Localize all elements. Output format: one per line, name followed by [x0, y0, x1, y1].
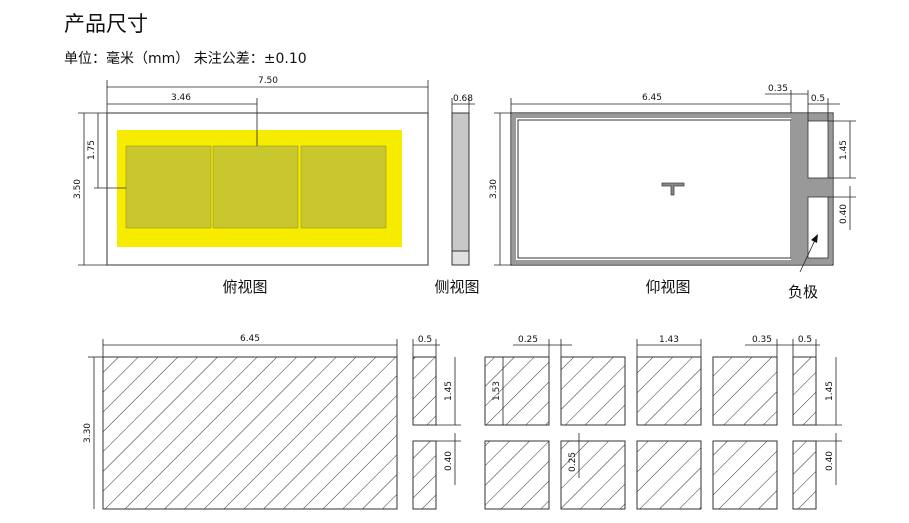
chip-3: [300, 145, 387, 229]
dim-side-thickness: 0.68: [453, 94, 473, 104]
dim-bottom-width: 6.45: [642, 93, 662, 103]
dim-top-height: 3.50: [73, 179, 83, 199]
stencil-aperture-6: [484, 440, 550, 510]
top-view: 7.50 3.46 3.50 1.75 俯视图: [73, 76, 429, 296]
pcb-pad-bottom: [412, 440, 437, 510]
stencil-aperture-8: [636, 440, 702, 510]
dim-stencil-pad: 0.5: [798, 335, 812, 345]
dim-top-mid: 3.46: [171, 93, 191, 103]
caption-negative: 负极: [788, 283, 818, 301]
stencil-aperture-5: [792, 356, 817, 426]
stencil-aperture-2: [560, 356, 626, 426]
dim-stencil-row-gap: 0.25: [568, 452, 578, 472]
bottom-view-inner: [517, 119, 792, 259]
dim-bottom-pad2: 0.40: [839, 204, 849, 224]
side-view-base: [451, 250, 470, 266]
chip-1: [125, 145, 212, 229]
caption-bottom-view: 仰视图: [645, 278, 690, 296]
dim-stencil-pad1: 1.45: [825, 381, 835, 401]
dim-pcb-width: 6.45: [240, 334, 260, 344]
unit-tolerance-note: 单位：毫米（mm） 未注公差：±0.10: [64, 51, 307, 67]
dim-pcb-pad1: 1.45: [444, 381, 454, 401]
dim-pcb-height: 3.30: [83, 423, 93, 443]
dim-stencil-edge: 0.25: [518, 335, 538, 345]
pcb-pad-top: [412, 356, 437, 426]
stencil-aperture-4: [712, 356, 778, 426]
side-view-body: [451, 112, 470, 252]
dim-stencil-height: 1.53: [492, 381, 502, 401]
pad-window-top: [807, 120, 829, 179]
stencil-aperture-9: [712, 440, 778, 510]
pad-window-bottom: [807, 196, 829, 259]
bottom-view: 6.45 0.35 0.5 3.30 1.45 0.40 仰视图 负极: [489, 84, 856, 301]
chip-2: [212, 145, 299, 229]
negative-arrow-head: [811, 234, 818, 243]
dim-top-width: 7.50: [258, 76, 278, 86]
stencil-aperture-1: [484, 356, 550, 426]
dim-bottom-pad1: 1.45: [839, 140, 849, 160]
stencil-aperture-3: [636, 356, 702, 426]
polarity-mark: [661, 182, 685, 196]
stencil-layout: 0.25 1.43 0.35 0.5 1.53 0.25 1.45 0.40: [484, 335, 842, 510]
dim-bottom-pad: 0.5: [811, 94, 825, 104]
dim-stencil-aperture-width: 1.43: [659, 335, 679, 345]
dim-bottom-gap: 0.35: [768, 84, 788, 94]
stencil-aperture-10: [792, 440, 817, 510]
dim-stencil-pad2: 0.40: [825, 451, 835, 471]
caption-side-view: 侧视图: [434, 278, 479, 296]
side-view: 0.68 侧视图: [434, 94, 479, 296]
dim-bottom-height: 3.30: [489, 179, 499, 199]
page-title: 产品尺寸: [64, 12, 148, 36]
stencil-aperture-7: [560, 440, 626, 510]
dim-stencil-gap: 0.35: [752, 335, 772, 345]
dim-top-chip-height: 1.75: [87, 140, 97, 160]
pcb-main-pad: [102, 356, 398, 510]
dim-pcb-pad: 0.5: [418, 335, 432, 345]
caption-top-view: 俯视图: [222, 278, 267, 296]
pcb-pad-layout: 6.45 0.5 3.30 1.45 0.40: [83, 334, 461, 510]
dim-pcb-pad2: 0.40: [444, 451, 454, 471]
